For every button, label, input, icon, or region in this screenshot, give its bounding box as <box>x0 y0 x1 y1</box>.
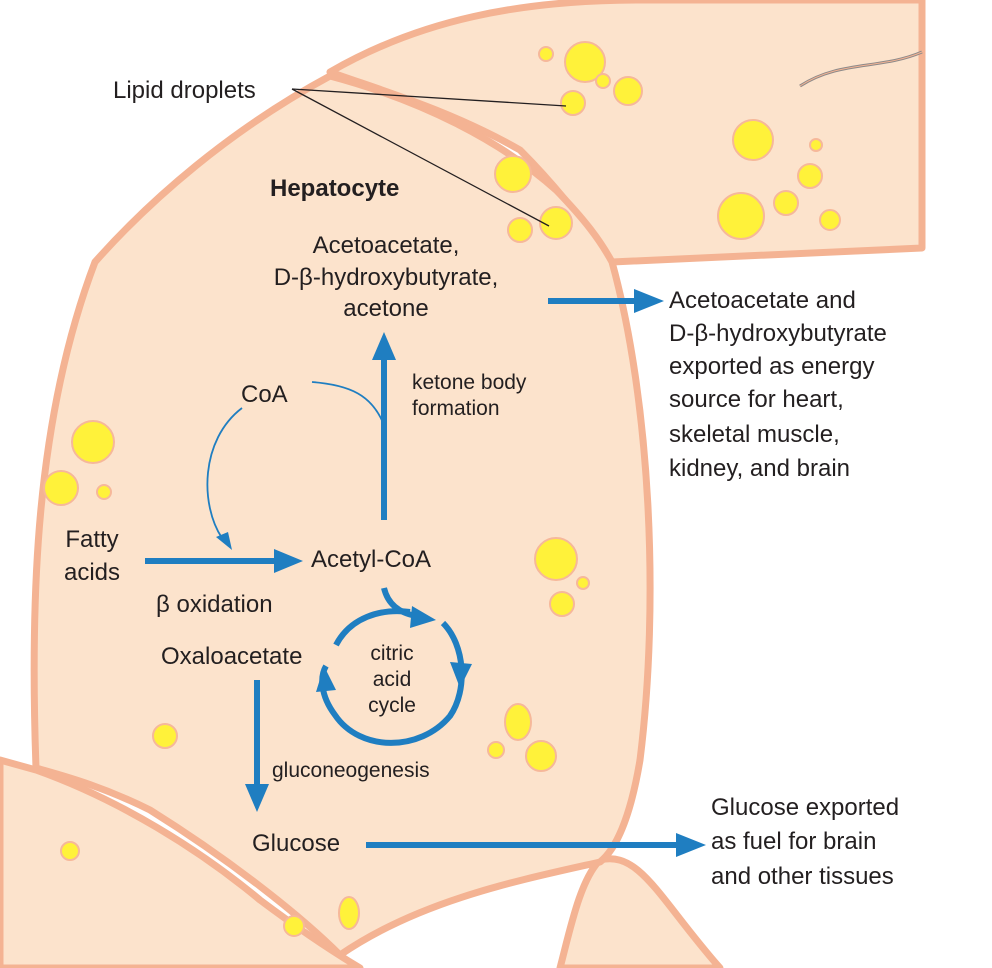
glucose-label: Glucose <box>252 830 340 857</box>
lipid-droplet <box>494 155 532 193</box>
lipid-droplet <box>60 841 80 861</box>
lipid-droplet <box>507 217 533 243</box>
acetyl-coa-label: Acetyl-CoA <box>311 546 431 573</box>
arrowhead <box>450 662 472 688</box>
lipid-droplet <box>487 741 505 759</box>
lipid-droplet <box>534 537 578 581</box>
lipid-droplet <box>717 192 765 240</box>
ketone-export-line-2: D-β-hydroxybutyrate <box>669 320 887 347</box>
lipid-droplet <box>732 119 774 161</box>
lipid-droplets-group <box>43 41 841 937</box>
ketone-export-line-3: exported as energy <box>669 353 874 380</box>
lipid-droplet <box>504 703 532 741</box>
citric-acid-cycle-line-3: cycle <box>368 694 416 717</box>
lipid-droplet <box>538 46 554 62</box>
coa-release-curve <box>311 381 385 426</box>
neighbor-cell-bottom-right <box>556 855 724 968</box>
ketone-export-line-5: skeletal muscle, <box>669 421 840 448</box>
lipid-droplet <box>152 723 178 749</box>
hepatocyte-cell <box>30 72 654 959</box>
leader-line <box>291 88 550 227</box>
lipid-droplet <box>564 41 606 83</box>
ketone-export-line-1: Acetoacetate and <box>669 287 856 314</box>
lipid-droplets-label: Lipid droplets <box>113 77 256 104</box>
ketone-body-formation-line-2: formation <box>412 397 500 420</box>
lipid-droplet <box>96 484 112 500</box>
lipid-droplet <box>338 896 360 930</box>
beta-oxidation-label: β oxidation <box>156 591 273 618</box>
hepatocyte-label: Hepatocyte <box>270 175 399 202</box>
glucose-export-line-3: and other tissues <box>711 863 894 890</box>
lipid-droplet <box>71 420 115 464</box>
lipid-droplet <box>613 76 643 106</box>
lipid-droplet <box>797 163 823 189</box>
arrows-group <box>145 289 706 857</box>
glucose-export-line-2: as fuel for brain <box>711 828 876 855</box>
ketone-export-line-6: kidney, and brain <box>669 455 850 482</box>
lipid-droplet <box>283 915 305 937</box>
oxaloacetate-label: Oxaloacetate <box>161 643 302 670</box>
leader-line <box>291 88 567 107</box>
arrowhead <box>245 784 269 812</box>
arrowhead <box>634 289 664 313</box>
lipid-droplet <box>773 190 799 216</box>
glucose-export-line-1: Glucose exported <box>711 794 899 821</box>
ketone-products-line-1: Acetoacetate, <box>313 232 460 259</box>
ketone-export-line-4: source for heart, <box>669 386 844 413</box>
lipid-droplet <box>595 73 611 89</box>
ketone-products-line-3: acetone <box>343 295 428 322</box>
lipid-droplet <box>549 591 575 617</box>
lipid-droplet <box>576 576 590 590</box>
lipid-droplet <box>43 470 79 506</box>
membrane-line-inner <box>799 51 923 87</box>
arrowhead <box>410 606 436 628</box>
citric-acid-cycle-line-1: citric <box>370 642 413 665</box>
arrowhead <box>216 532 232 550</box>
arrowhead <box>274 549 303 573</box>
ketone-body-formation-line-1: ketone body <box>412 371 527 394</box>
fatty-acids-line-1: Fatty <box>65 526 118 553</box>
ketone-products-line-2: D-β-hydroxybutyrate, <box>274 264 499 291</box>
fatty-acids-line-2: acids <box>64 559 120 586</box>
lipid-droplet <box>525 740 557 772</box>
lipid-droplet <box>819 209 841 231</box>
lipid-droplet <box>560 90 586 116</box>
lipid-droplet <box>539 206 573 240</box>
lipid-droplet <box>809 138 823 152</box>
gluconeogenesis-label: gluconeogenesis <box>272 759 430 782</box>
arrowhead <box>372 332 396 360</box>
arrowhead <box>676 833 706 857</box>
coa-uptake-curve <box>206 407 243 539</box>
arrowhead <box>316 666 336 692</box>
citric-acid-cycle-ring-top <box>333 608 411 647</box>
coa-label: CoA <box>241 381 288 408</box>
citric-acid-cycle-line-2: acid <box>373 668 412 691</box>
